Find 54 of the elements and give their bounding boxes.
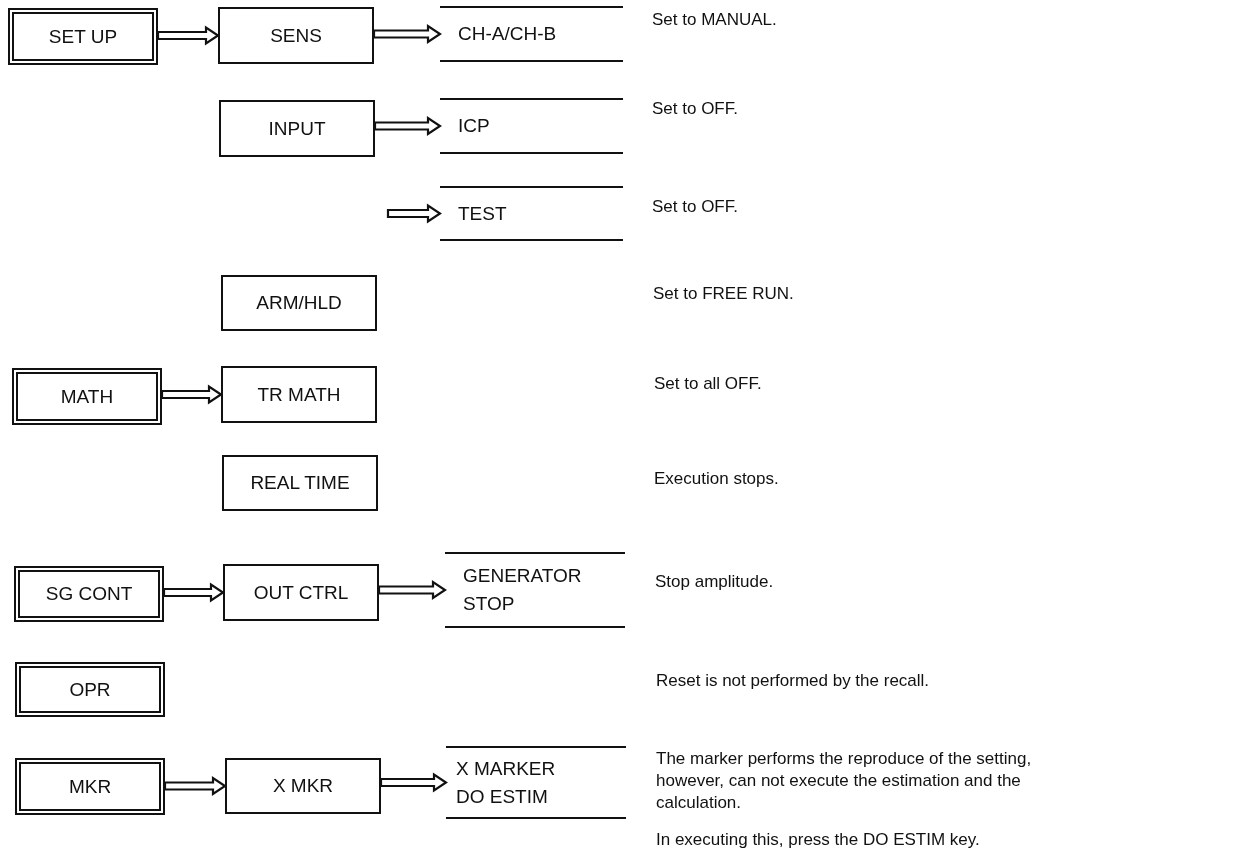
key-box — [8, 8, 158, 65]
menu-box — [223, 564, 379, 621]
key-label: CH-A/CH-B — [458, 22, 557, 47]
double-arrow — [156, 25, 220, 46]
note-text: Stop amplitude. — [655, 571, 774, 593]
menu-item — [440, 98, 623, 154]
double-arrow — [373, 115, 442, 137]
key-label: DO ESTIM — [456, 784, 548, 809]
key-label: SG CONT — [45, 582, 133, 607]
key-label: ICP — [458, 114, 490, 139]
key-label: TR MATH — [257, 382, 341, 407]
menu-box — [225, 758, 381, 814]
key-label: X MARKER — [456, 756, 556, 781]
note-text: Set to OFF. — [652, 98, 738, 120]
note-text: Execution stops. — [654, 468, 779, 490]
key-label: OPR — [69, 677, 111, 702]
note-text: Set to FREE RUN. — [653, 283, 794, 305]
key-label: INPUT — [268, 116, 326, 141]
key-label: MKR — [68, 774, 112, 799]
key-label: REAL TIME — [250, 471, 350, 496]
menu-item — [440, 6, 623, 62]
menu-item — [445, 552, 625, 628]
note-text: Reset is not performed by the recall. — [656, 670, 930, 692]
double-arrow — [162, 582, 225, 603]
menu-item — [446, 746, 626, 819]
double-arrow — [372, 23, 442, 45]
double-arrow — [386, 203, 442, 224]
menu-item — [440, 186, 623, 241]
double-arrow — [377, 579, 447, 601]
key-label: MATH — [60, 384, 114, 409]
key-label: TEST — [458, 201, 507, 226]
key-label: SENS — [270, 23, 322, 48]
note-text: In executing this, press the DO ESTIM key. — [656, 829, 980, 851]
menu-box — [221, 366, 377, 423]
menu-box — [221, 275, 377, 331]
menu-box — [219, 100, 375, 157]
double-arrow — [379, 772, 448, 793]
menu-box — [218, 7, 374, 64]
key-box — [15, 758, 165, 815]
key-label: SET UP — [48, 24, 118, 49]
note-text: The marker performs the reproduce of the setting, however, can not execute the estimation and the calculation. — [656, 748, 1033, 815]
key-box — [14, 566, 164, 622]
double-arrow — [163, 775, 227, 797]
double-arrow — [160, 384, 223, 405]
note-text: Set to all OFF. — [654, 373, 762, 395]
key-box — [15, 662, 165, 717]
key-label: OUT CTRL — [253, 580, 349, 605]
note-text: Set to OFF. — [652, 196, 738, 218]
menu-box — [222, 455, 378, 511]
key-label: ARM/HLD — [256, 291, 342, 316]
note-text: Set to MANUAL. — [652, 9, 777, 31]
key-label: X MKR — [272, 774, 334, 799]
key-box — [12, 368, 162, 425]
key-label: GENERATOR STOP — [463, 564, 583, 616]
